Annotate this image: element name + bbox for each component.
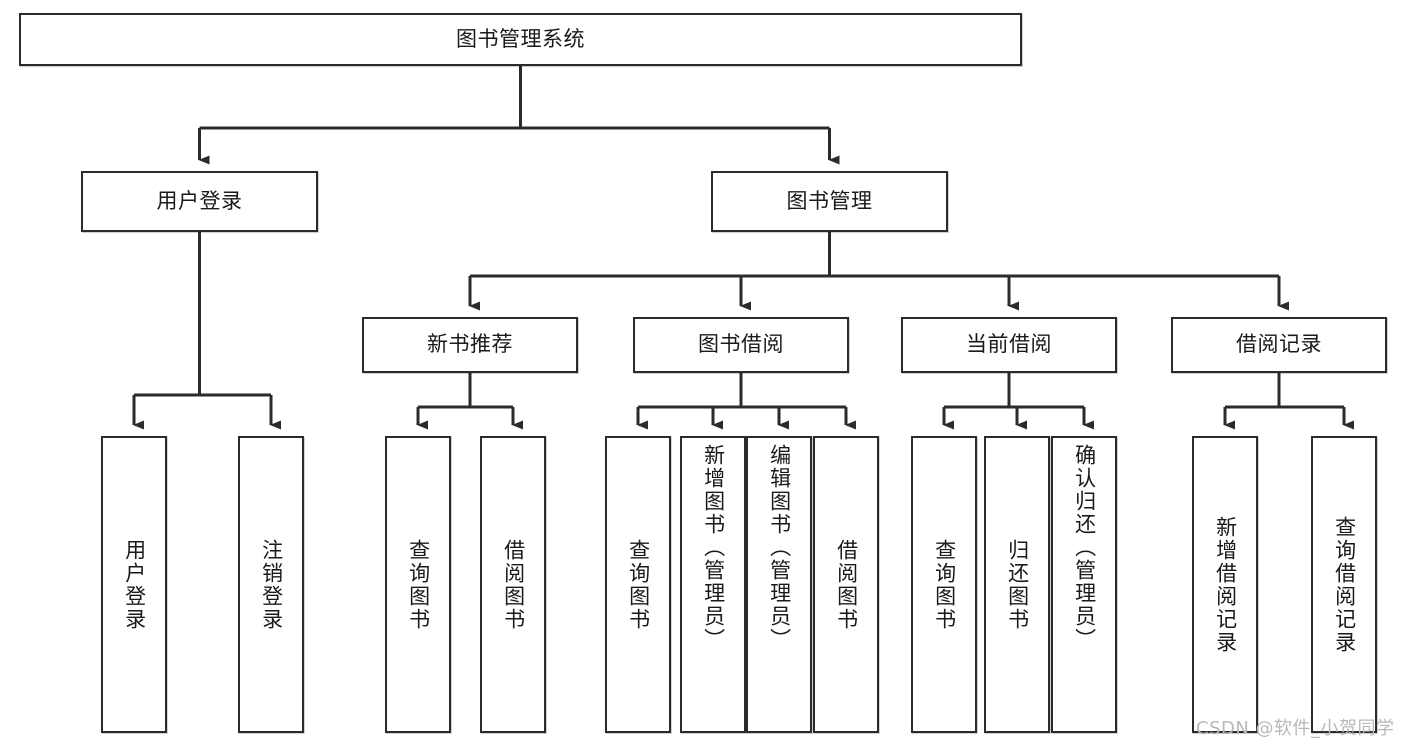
node-label-l-login: 用户登录 — [122, 538, 147, 631]
node-label-current: 当前借阅 — [966, 332, 1052, 357]
node-l-b-add[interactable]: 新增图书（管理员） — [680, 436, 746, 733]
node-label-record: 借阅记录 — [1236, 332, 1322, 357]
node-l-b-query[interactable]: 查询图书 — [605, 436, 671, 733]
node-label-l-c-return: 归还图书 — [1005, 538, 1030, 631]
node-l-b-edit[interactable]: 编辑图书（管理员） — [746, 436, 812, 733]
node-record[interactable]: 借阅记录 — [1171, 317, 1387, 373]
node-l-r-add[interactable]: 新增借阅记录 — [1192, 436, 1258, 733]
node-label-bookmgmt: 图书管理 — [786, 188, 873, 213]
node-label-borrow: 图书借阅 — [698, 332, 784, 357]
node-l-nb-borrow[interactable]: 借阅图书 — [480, 436, 546, 733]
node-label-l-b-borrow: 借阅图书 — [834, 538, 859, 631]
node-label-l-nb-borrow: 借阅图书 — [501, 538, 526, 631]
node-label-l-r-add: 新增借阅记录 — [1213, 515, 1238, 654]
node-label-l-logout: 注销登录 — [259, 538, 284, 631]
node-l-logout[interactable]: 注销登录 — [238, 436, 304, 733]
node-l-b-borrow[interactable]: 借阅图书 — [813, 436, 879, 733]
node-l-c-return[interactable]: 归还图书 — [984, 436, 1050, 733]
node-current[interactable]: 当前借阅 — [901, 317, 1117, 373]
node-label-l-nb-query: 查询图书 — [406, 538, 431, 631]
node-borrow[interactable]: 图书借阅 — [633, 317, 849, 373]
node-root[interactable]: 图书管理系统 — [19, 13, 1022, 66]
node-l-c-query[interactable]: 查询图书 — [911, 436, 977, 733]
node-login[interactable]: 用户登录 — [81, 171, 318, 232]
node-label-l-b-edit: 编辑图书（管理员） — [767, 444, 792, 651]
node-label-l-b-query: 查询图书 — [626, 538, 651, 631]
node-label-l-c-query: 查询图书 — [932, 538, 957, 631]
node-label-l-b-add: 新增图书（管理员） — [701, 444, 726, 651]
node-l-login[interactable]: 用户登录 — [101, 436, 167, 733]
node-bookmgmt[interactable]: 图书管理 — [711, 171, 948, 232]
node-label-l-c-confirm: 确认归还（管理员） — [1072, 444, 1097, 651]
node-label-login: 用户登录 — [156, 188, 243, 213]
watermark-text: CSDN @软件_小贺同学 — [1196, 718, 1395, 739]
node-l-r-query[interactable]: 查询借阅记录 — [1311, 436, 1377, 733]
node-label-newbook: 新书推荐 — [427, 332, 513, 357]
node-l-nb-query[interactable]: 查询图书 — [385, 436, 451, 733]
node-newbook[interactable]: 新书推荐 — [362, 317, 578, 373]
node-l-c-confirm[interactable]: 确认归还（管理员） — [1051, 436, 1117, 733]
node-label-root: 图书管理系统 — [456, 26, 585, 51]
node-label-l-r-query: 查询借阅记录 — [1332, 515, 1357, 654]
